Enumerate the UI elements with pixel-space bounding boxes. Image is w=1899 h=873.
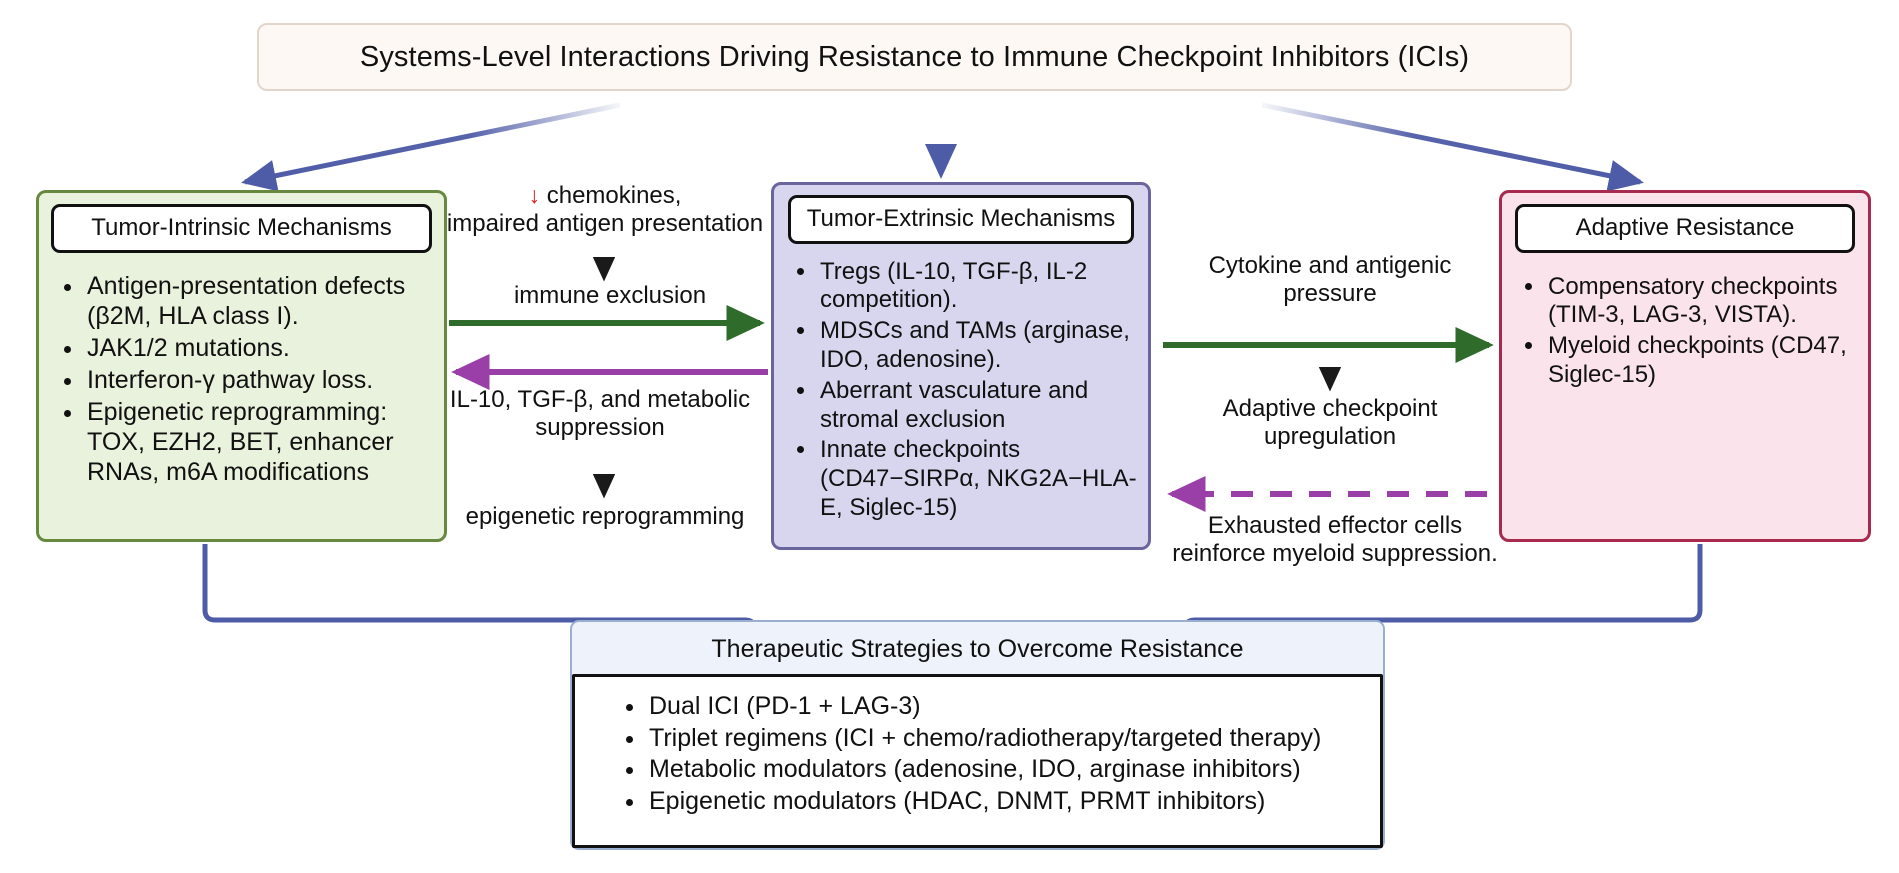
list-item: Antigen-presentation defects (β2M, HLA c… <box>85 271 434 331</box>
panel-therapy-header: Therapeutic Strategies to Overcome Resis… <box>711 635 1244 663</box>
list-item: Triplet regimens (ICI + chemo/radiothera… <box>647 723 1362 754</box>
list-item: Tregs (IL-10, TGF-β, IL-2 competition). <box>818 258 1138 316</box>
list-item: JAK1/2 mutations. <box>85 333 434 363</box>
arrow-title-to-intrinsic <box>241 102 621 192</box>
panel-intrinsic-header: Tumor-Intrinsic Mechanisms <box>51 204 432 253</box>
panel-adaptive-resistance: Adaptive Resistance Compensatory checkpo… <box>1499 190 1871 542</box>
panel-tumor-intrinsic-mechanisms: Tumor-Intrinsic Mechanisms Antigen-prese… <box>36 190 447 542</box>
list-item: Epigenetic modulators (HDAC, DNMT, PRMT … <box>647 786 1362 817</box>
caption-chemokines-text: chemokines, impaired antigen presentatio… <box>446 182 764 238</box>
caption-chemokines: ↓ chemokines, impaired antigen presentat… <box>440 182 770 239</box>
down-arrow-icon: ↓ <box>528 182 541 208</box>
caption-cytokine-pressure: Cytokine and antigenic pressure <box>1208 252 1452 308</box>
panel-intrinsic-list: Antigen-presentation defects (β2M, HLA c… <box>39 271 444 487</box>
list-item: Compensatory checkpoints (TIM-3, LAG-3, … <box>1546 273 1858 331</box>
list-item: Innate checkpoints (CD47−SIRPα, NKG2A−HL… <box>818 436 1138 522</box>
panel-therapy-body: Dual ICI (PD-1 + LAG-3) Triplet regimens… <box>572 674 1383 848</box>
caption-exhausted-effector: Exhausted effector cells reinforce myelo… <box>1172 512 1498 568</box>
page-title: Systems-Level Interactions Driving Resis… <box>359 40 1470 73</box>
list-item: Epigenetic reprogramming: TOX, EZH2, BET… <box>85 397 434 487</box>
list-item: Aberrant vasculature and stromal exclusi… <box>818 377 1138 435</box>
panel-extrinsic-list: Tregs (IL-10, TGF-β, IL-2 competition). … <box>774 258 1148 523</box>
caption-epigenetic-reprogramming: epigenetic reprogramming <box>465 503 745 530</box>
caption-adaptive-upregulation: Adaptive checkpoint upregulation <box>1222 395 1438 451</box>
list-item: Myeloid checkpoints (CD47, Siglec-15) <box>1546 332 1858 390</box>
caption-immune-exclusion: immune exclusion <box>513 282 707 309</box>
diagram-title-banner: Systems-Level Interactions Driving Resis… <box>257 23 1572 91</box>
arrow-title-to-adaptive <box>1261 102 1644 192</box>
panel-tumor-extrinsic-mechanisms: Tumor-Extrinsic Mechanisms Tregs (IL-10,… <box>771 182 1151 550</box>
panel-extrinsic-header: Tumor-Extrinsic Mechanisms <box>788 195 1134 244</box>
list-item: MDSCs and TAMs (arginase, IDO, adenosine… <box>818 317 1138 375</box>
panel-therapeutic-strategies: Therapeutic Strategies to Overcome Resis… <box>570 620 1385 850</box>
panel-adaptive-list: Compensatory checkpoints (TIM-3, LAG-3, … <box>1502 273 1868 390</box>
list-item: Dual ICI (PD-1 + LAG-3) <box>647 691 1362 722</box>
panel-therapy-list: Dual ICI (PD-1 + LAG-3) Triplet regimens… <box>575 691 1380 816</box>
panel-adaptive-header: Adaptive Resistance <box>1515 204 1855 253</box>
list-item: Interferon-γ pathway loss. <box>85 365 434 395</box>
caption-il10-suppression: IL-10, TGF-β, and metabolic suppression <box>449 386 751 442</box>
list-item: Metabolic modulators (adenosine, IDO, ar… <box>647 754 1362 785</box>
